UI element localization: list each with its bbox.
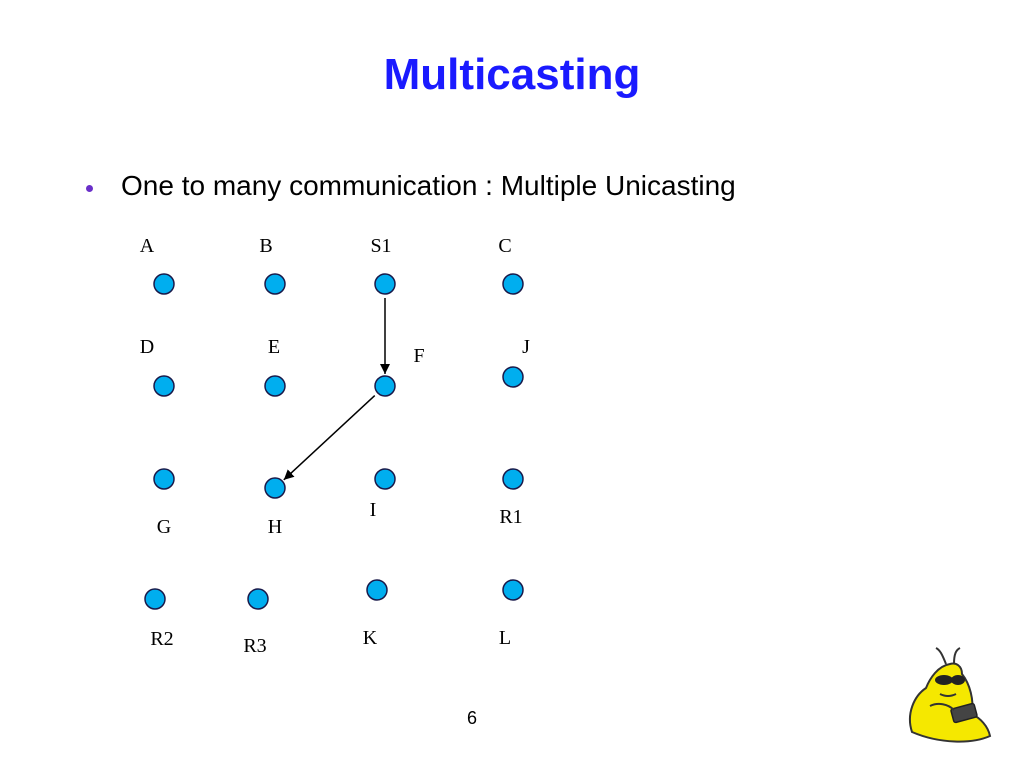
node-l	[502, 579, 524, 601]
node-r1	[502, 468, 524, 490]
node-label-g: G	[157, 516, 171, 538]
node-f	[374, 375, 396, 397]
slide-title: Multicasting	[383, 50, 641, 99]
node-j	[502, 366, 524, 388]
node-d	[153, 375, 175, 397]
node-label-j: J	[522, 336, 530, 358]
node-label-f: F	[413, 345, 424, 367]
node-label-h: H	[268, 516, 282, 538]
node-label-r2: R2	[150, 628, 173, 650]
node-label-c: C	[498, 235, 511, 257]
node-k	[366, 579, 388, 601]
slide-number: 6	[466, 708, 477, 728]
node-label-k: K	[363, 627, 378, 649]
node-label-i: I	[370, 499, 377, 521]
node-label-l: L	[499, 627, 511, 649]
node-label-d: D	[140, 336, 154, 358]
node-i	[374, 468, 396, 490]
node-label-r3: R3	[243, 635, 266, 657]
node-e	[264, 375, 286, 397]
node-h	[264, 477, 286, 499]
node-label-b: B	[259, 235, 272, 257]
bullet-dot-icon	[86, 184, 93, 192]
node-b	[264, 273, 286, 295]
node-c	[502, 273, 524, 295]
node-g	[153, 468, 175, 490]
node-label-r1: R1	[499, 506, 522, 528]
node-r2	[144, 588, 166, 610]
node-label-s1: S1	[370, 235, 391, 257]
node-label-e: E	[268, 336, 280, 358]
nodes-layer	[144, 273, 524, 610]
bullet-item: One to many communication : Multiple Uni…	[86, 166, 736, 206]
node-label-a: A	[140, 235, 155, 257]
arrow-f-to-h	[283, 394, 376, 481]
node-r3	[247, 588, 269, 610]
edges-layer	[283, 298, 390, 481]
node-s1	[374, 273, 396, 295]
slug-mascot-icon	[908, 647, 992, 743]
bullet-text: One to many communication : Multiple Uni…	[121, 170, 736, 201]
node-a	[153, 273, 175, 295]
